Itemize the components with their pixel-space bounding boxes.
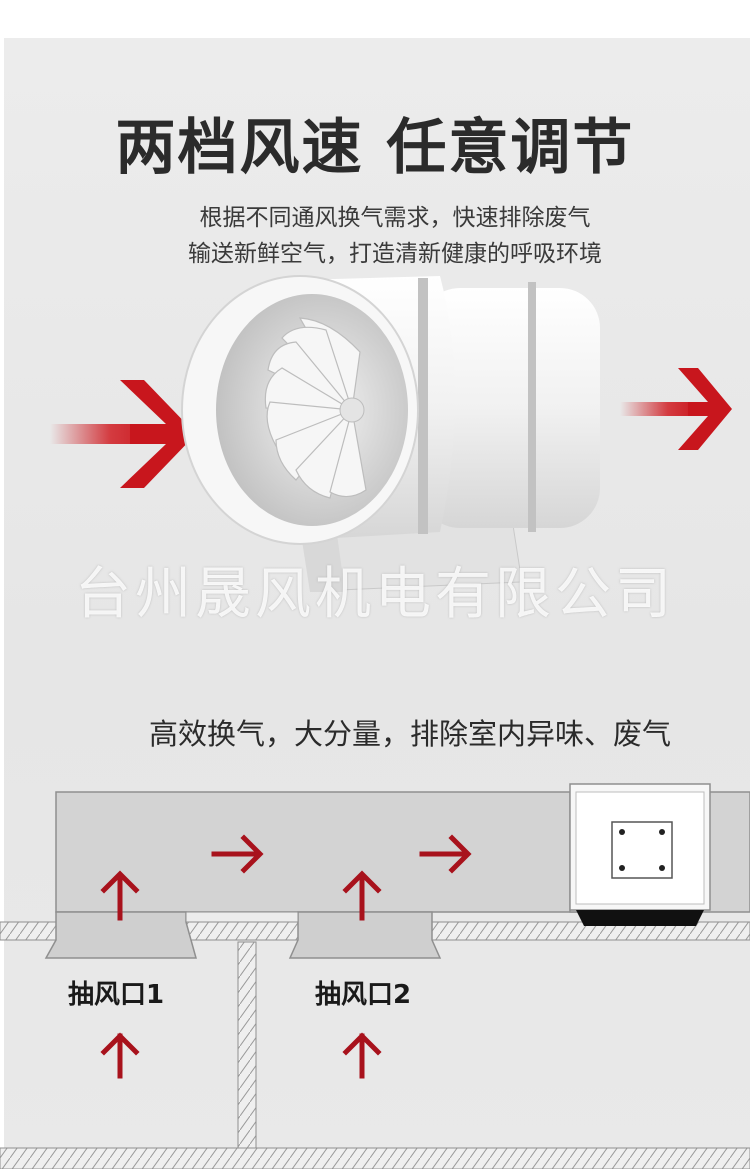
airflow-arrow-icon xyxy=(100,870,140,921)
vent-label-1: 抽风口1 xyxy=(68,980,165,1010)
subtitle-line-2: 输送新鲜空气，打造清新健康的呼吸环境 xyxy=(188,241,602,267)
inlet-arrow-icon xyxy=(50,380,196,488)
company-watermark: 台州晟风机电有限公司 xyxy=(75,562,675,627)
inline-duct-fan-image xyxy=(181,275,600,592)
headline: 两档风速 任意调节 xyxy=(115,113,635,183)
airflow-arrow-icon xyxy=(342,870,382,921)
subtitle-line-1: 根据不同通风换气需求，快速排除废气 xyxy=(199,205,591,231)
outlet-arrow-icon xyxy=(620,368,732,450)
airflow-arrow-icon xyxy=(419,834,472,874)
duct-system-diagram xyxy=(0,783,750,1169)
airflow-arrow-icon xyxy=(342,1032,382,1079)
airflow-arrow-icon xyxy=(211,834,264,874)
tagline: 高效换气，大分量，排除室内异味、废气 xyxy=(148,717,671,751)
background-panel xyxy=(4,38,750,1169)
vent-label-2: 抽风口2 xyxy=(315,980,412,1010)
airflow-arrow-icon xyxy=(100,1032,140,1079)
